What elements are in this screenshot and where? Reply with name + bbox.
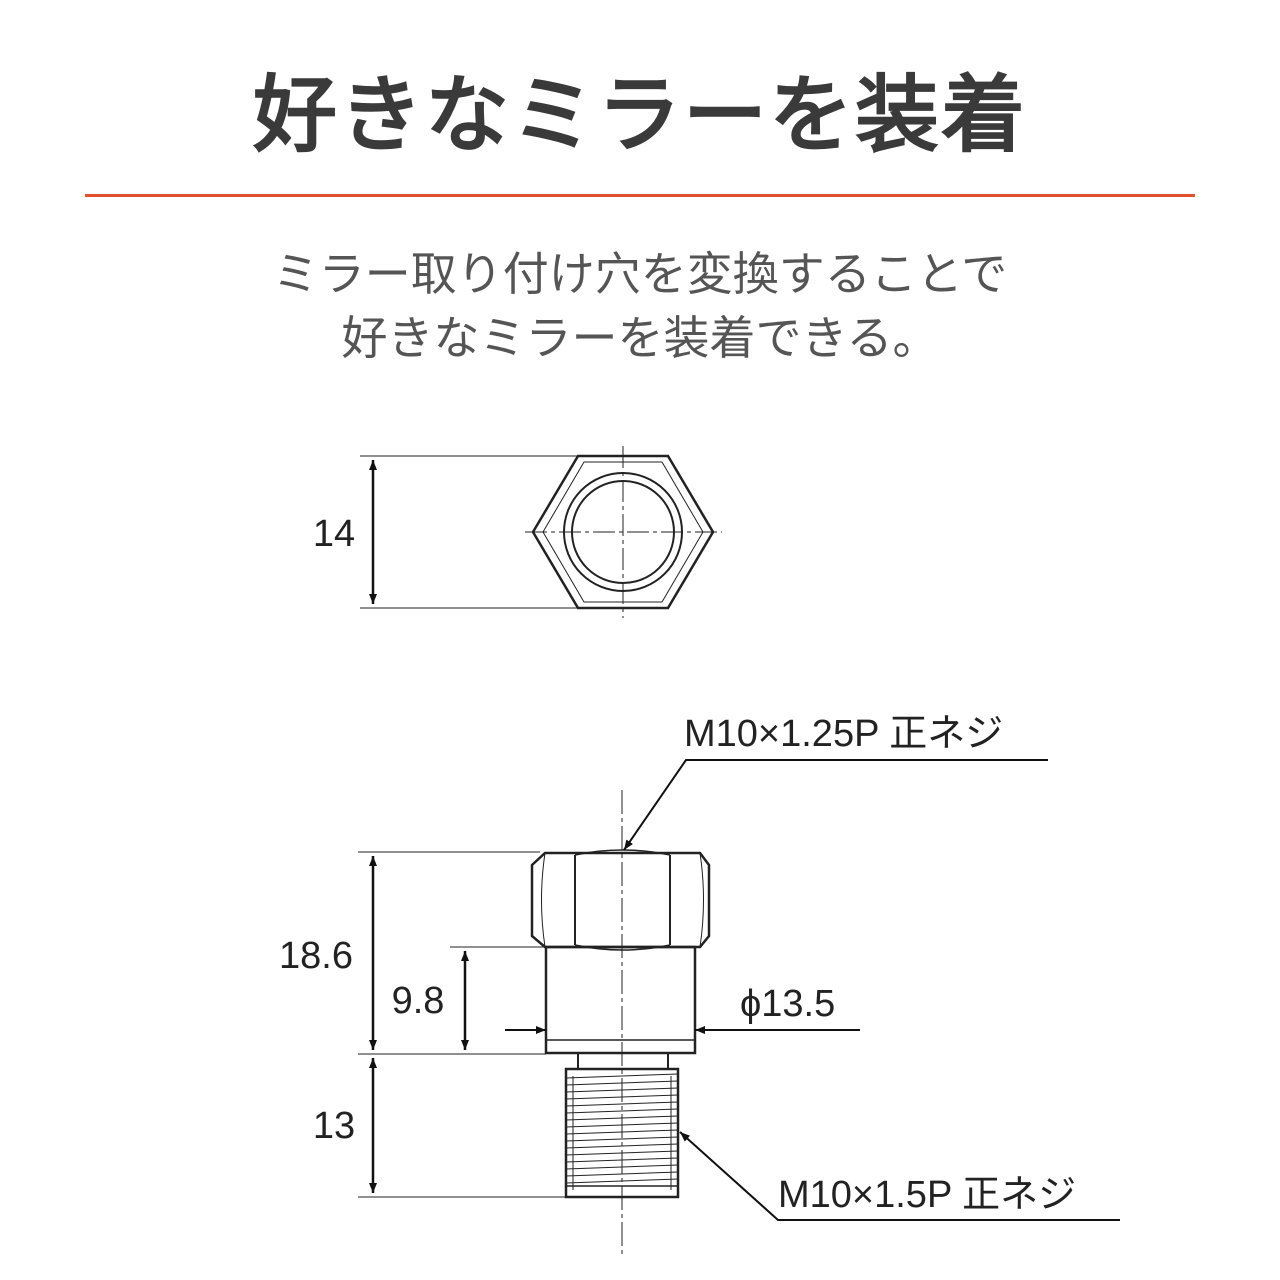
thread-line [565,1115,679,1121]
thread-line [565,1080,679,1086]
thread-line [565,1164,679,1170]
thread-line [565,1136,679,1142]
thread-pattern [565,1073,679,1184]
hex-side-curve-right [699,852,704,948]
thread-line [565,1178,679,1184]
thread-line [565,1087,679,1093]
height-label: 18.6 [279,935,353,977]
thread-length-label: 13 [313,1105,355,1147]
thread-line [565,1129,679,1135]
thread-shank-outline [564,1067,680,1199]
diameter-label: ϕ13.5 [740,983,835,1025]
side-view [358,759,1120,1258]
hex-chamfer-arc-top [574,849,671,856]
thread-line [565,1171,679,1177]
width-label: 14 [313,513,355,555]
top-thread-leader [623,759,1048,851]
thread-line [565,1094,679,1100]
thread-line [565,1122,679,1128]
subtitle: ミラー取り付け穴を変換することで 好きなミラーを装着できる。 [0,242,1280,370]
top-view [360,446,722,618]
hex-side-curve-left [541,852,546,948]
subtitle-line-2: 好きなミラーを装着できる。 [341,311,939,365]
collar-outline [544,945,697,1055]
bottom-thread-label: M10×1.5P 正ネジ [778,1174,1076,1216]
thread-line [565,1157,679,1163]
thread-line [565,1143,679,1149]
thread-line [565,1073,679,1079]
page-title: 好きなミラーを装着 [252,66,1027,164]
thread-neck [577,1052,669,1070]
subtitle-line-1: ミラー取り付け穴を変換することで [272,247,1008,301]
thread-line [565,1150,679,1156]
collar-label: 9.8 [392,980,445,1022]
top-thread-label: M10×1.25P 正ネジ [684,713,1003,755]
thread-line [565,1108,679,1114]
thread-line [565,1101,679,1107]
bottom-thread-leader [679,1131,1120,1221]
title-divider [85,194,1195,197]
hex-nut-outline [530,851,711,949]
